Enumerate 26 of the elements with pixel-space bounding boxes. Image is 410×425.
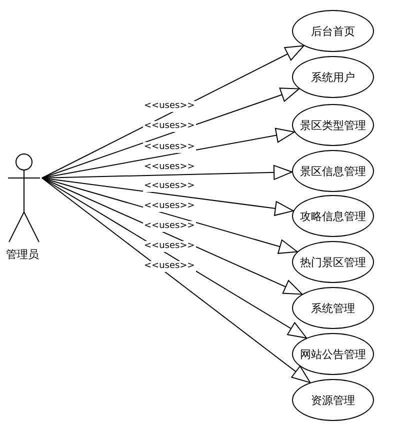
arrow	[42, 178, 303, 295]
arrow	[42, 178, 307, 338]
edge-label: <<uses>>	[143, 142, 196, 154]
use-case-ellipse: 后台首页	[292, 10, 374, 52]
use-case-ellipse: 景区类型管理	[292, 104, 374, 146]
edge-label: <<uses>>	[143, 101, 196, 112]
use-case-ellipse: 热门景区管理	[292, 241, 374, 283]
arrow	[42, 88, 300, 178]
arrow	[42, 128, 295, 178]
arrow	[42, 178, 298, 254]
arrow	[42, 178, 294, 216]
edge-label: <<uses>>	[143, 221, 196, 232]
use-case-ellipse: 攻略信息管理	[292, 195, 374, 237]
edge-label: <<uses>>	[143, 181, 196, 192]
actor-name: 管理员	[6, 247, 39, 262]
use-case-ellipse: 系统用户	[292, 56, 374, 98]
edge-label: <<uses>>	[143, 201, 196, 212]
edge-label: <<uses>>	[143, 121, 196, 132]
use-case-ellipse: 网站公告管理	[292, 333, 374, 375]
edge-label: <<uses>>	[143, 261, 196, 272]
use-case-ellipse: 景区信息管理	[292, 150, 374, 192]
use-case-ellipse: 系统管理	[292, 287, 374, 329]
edge-label: <<uses>>	[143, 241, 196, 252]
use-case-ellipse: 资源管理	[292, 379, 374, 421]
arrow	[42, 45, 304, 178]
arrow	[42, 178, 311, 384]
